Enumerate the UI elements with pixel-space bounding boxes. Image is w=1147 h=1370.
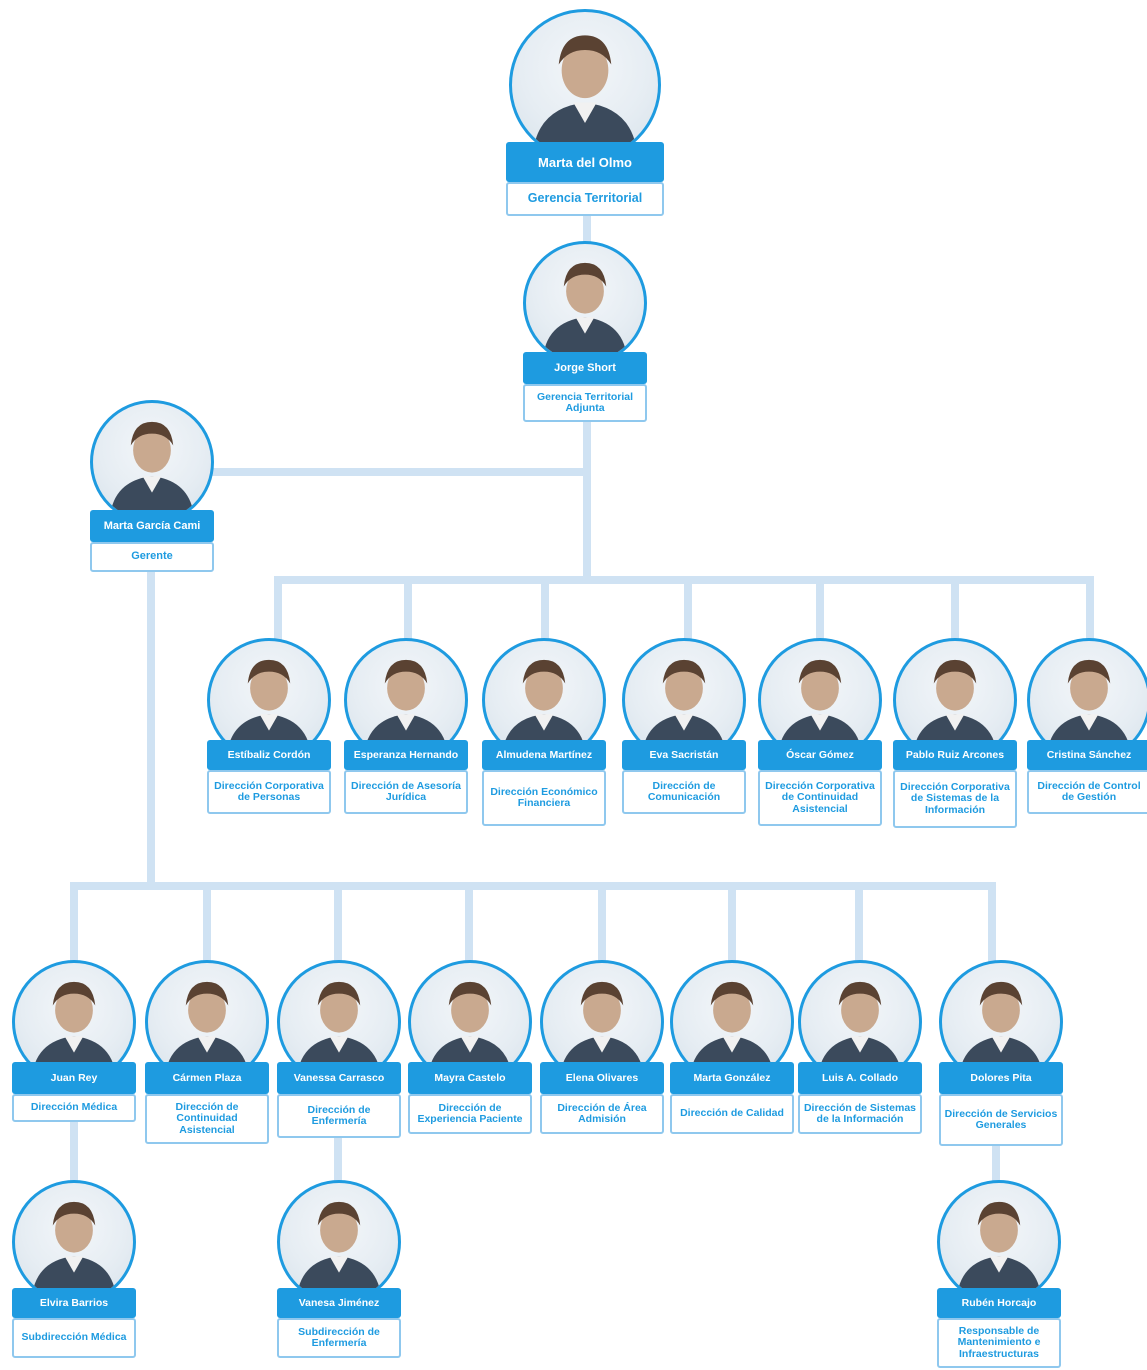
person-role: Dirección de Asesoría Jurídica — [344, 770, 468, 814]
person-name: Jorge Short — [523, 352, 647, 384]
connector-line — [203, 882, 211, 962]
person-name: Vanessa Carrasco — [277, 1062, 401, 1094]
connector-line — [1086, 576, 1094, 640]
person-role: Dirección Médica — [12, 1094, 136, 1122]
person-name: Pablo Ruiz Arcones — [893, 740, 1017, 770]
connector-line — [334, 882, 342, 962]
person-role: Dirección de Área Admisión — [540, 1094, 664, 1134]
person-name: Juan Rey — [12, 1062, 136, 1094]
connector-line — [583, 212, 591, 252]
person-role: Subdirección de Enfermería — [277, 1318, 401, 1358]
person-role: Dirección Corporativa de Continuidad Asi… — [758, 770, 882, 826]
person-role: Gerencia Territorial Adjunta — [523, 384, 647, 422]
person-photo — [12, 1180, 136, 1304]
connector-line — [816, 576, 824, 640]
person-name: Óscar Gómez — [758, 740, 882, 770]
person-name: Elena Olivares — [540, 1062, 664, 1094]
person-name: Vanesa Jiménez — [277, 1288, 401, 1318]
person-role: Dirección de Comunicación — [622, 770, 746, 814]
connector-line — [992, 1145, 1000, 1185]
person-photo-icon — [956, 1201, 1042, 1301]
person-photo-icon — [532, 35, 638, 158]
person-role: Responsable de Mantenimiento e Infraestr… — [937, 1318, 1061, 1368]
person-role: Dirección Económico Financiera — [482, 770, 606, 826]
person-photo — [523, 241, 647, 365]
person-role: Dirección Corporativa de Sistemas de la … — [893, 770, 1017, 828]
person-name: Luis A. Collado — [798, 1062, 922, 1094]
person-name: Cristina Sánchez — [1027, 740, 1147, 770]
person-name: Almudena Martínez — [482, 740, 606, 770]
person-name: Esperanza Hernando — [344, 740, 468, 770]
person-name: Mayra Castelo — [408, 1062, 532, 1094]
person-name: Rubén Horcajo — [937, 1288, 1061, 1318]
connector-line — [70, 882, 78, 962]
connector-line — [583, 422, 591, 582]
person-name: Marta García Cami — [90, 510, 214, 542]
person-photo-icon — [296, 1201, 382, 1301]
connector-line — [465, 882, 473, 962]
connector-line — [988, 882, 996, 962]
person-photo — [277, 1180, 401, 1304]
person-name: Marta del Olmo — [506, 142, 664, 182]
person-role: Dirección Corporativa de Personas — [207, 770, 331, 814]
person-role: Dirección de Sistemas de la Información — [798, 1094, 922, 1134]
person-name: Eva Sacristán — [622, 740, 746, 770]
connector-line — [404, 576, 412, 640]
person-role: Dirección de Servicios Generales — [939, 1094, 1063, 1146]
connector-line — [147, 538, 155, 888]
connector-line — [334, 1132, 342, 1184]
connector-line — [684, 576, 692, 640]
connector-line — [728, 882, 736, 962]
person-name: Cármen Plaza — [145, 1062, 269, 1094]
person-photo-icon — [109, 421, 195, 521]
person-role: Dirección de Enfermería — [277, 1094, 401, 1138]
connector-line — [951, 576, 959, 640]
person-photo — [509, 9, 661, 161]
connector-line — [855, 882, 863, 962]
person-photo-icon — [542, 262, 628, 362]
person-name: Estíbaliz Cordón — [207, 740, 331, 770]
person-role: Dirección de Continuidad Asistencial — [145, 1094, 269, 1144]
person-name: Marta González — [670, 1062, 794, 1094]
person-name: Elvira Barrios — [12, 1288, 136, 1318]
person-role: Subdirección Médica — [12, 1318, 136, 1358]
person-photo-icon — [31, 1201, 117, 1301]
connector-line — [274, 576, 282, 640]
person-role: Gerente — [90, 542, 214, 572]
connector-line — [70, 882, 994, 890]
connector-line — [541, 576, 549, 640]
person-role: Dirección de Control de Gestión — [1027, 770, 1147, 814]
person-photo-icon — [226, 659, 312, 759]
connector-line — [70, 1122, 78, 1184]
person-role: Dirección de Experiencia Paciente — [408, 1094, 532, 1134]
person-name: Dolores Pita — [939, 1062, 1063, 1094]
connector-line — [598, 882, 606, 962]
connector-line — [210, 468, 586, 476]
person-photo — [90, 400, 214, 524]
person-role: Gerencia Territorial — [506, 182, 664, 216]
person-photo — [937, 1180, 1061, 1304]
person-role: Dirección de Calidad — [670, 1094, 794, 1134]
